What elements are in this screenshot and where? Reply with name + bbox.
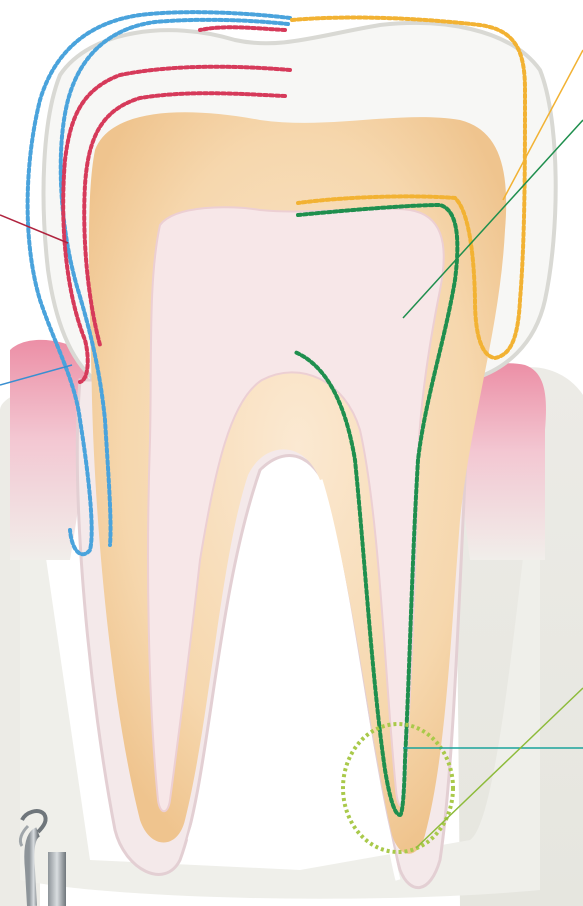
tooth-diagram (0, 0, 583, 906)
tooth-diagram-svg (0, 0, 583, 906)
